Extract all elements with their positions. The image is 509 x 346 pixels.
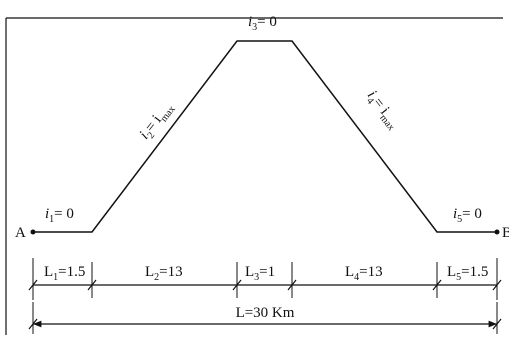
length-label-5: L5=1.5 (447, 264, 488, 283)
svg-text:i4= imax: i4= imax (361, 88, 402, 133)
slope-label-2: i2= imax (137, 99, 178, 144)
total-length-label: L=30 Km (236, 305, 295, 321)
slope-label-4: i4= imax (361, 88, 402, 133)
road-profile-line (33, 40, 497, 233)
length-label-4: L4=13 (345, 264, 383, 283)
length-label-3: L3=1 (245, 264, 275, 283)
slope-label-1: i1= 0 (45, 206, 74, 225)
slope-label-3: i3= 0 (248, 14, 277, 33)
total-dimension-line (28, 302, 502, 334)
point-a-marker (30, 229, 36, 235)
point-b-marker (494, 229, 500, 235)
slope-label-5: i5= 0 (453, 206, 482, 225)
segment-dimension-line (28, 258, 502, 300)
length-label-1: L1=1.5 (44, 264, 85, 283)
point-a-label: A (15, 225, 26, 241)
point-b-label: B (502, 225, 509, 241)
length-label-2: L2=13 (145, 264, 183, 283)
svg-text:i2= imax: i2= imax (137, 99, 178, 144)
